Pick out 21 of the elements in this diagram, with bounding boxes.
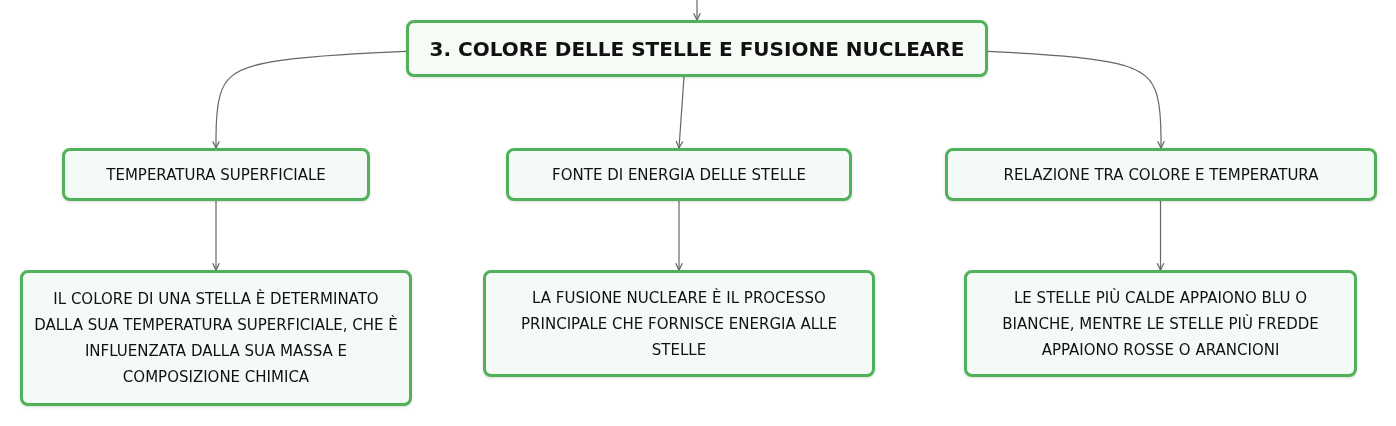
topic-box — [406, 20, 988, 77]
arrow — [675, 76, 685, 149]
arrow — [1156, 200, 1165, 271]
arrow — [987, 50, 1165, 149]
node-text: LA FUSIONE NUCLEARE È IL PROCESSO PRINCIPALE CHE FORNISCE ENERGIA ALLE STELLE — [520, 287, 838, 361]
node-text: RELAZIONE TRA COLORE E TEMPERATURA — [1002, 164, 1320, 186]
concept-box — [945, 148, 1377, 201]
arrow — [212, 50, 407, 149]
concept-box — [483, 270, 875, 377]
node-text: FONTE DI ENERGIA DELLE STELLE — [551, 164, 807, 186]
concept-box — [964, 270, 1357, 377]
node-text: TEMPERATURA SUPERFICIALE — [105, 164, 327, 186]
arrow — [212, 200, 220, 271]
node-text: LE STELLE PIÙ CALDE APPAIONO BLU O BIANCHE, MENTRE LE STELLE PIÙ FREDDE APPAIONO ROSSE O ARANCIONI — [1001, 287, 1320, 361]
arrow — [693, 0, 701, 21]
node-text: 3. COLORE DELLE STELLE E FUSIONE NUCLEARE — [428, 35, 966, 62]
node-text: IL COLORE DI UNA STELLA È DETERMINATO DALLA SUA TEMPERATURA SUPERFICIALE, CHE È INFLUENZATA DALLA SUA MASSA E COMPOSIZIONE CHIMICA — [33, 288, 399, 388]
concept-box — [62, 148, 370, 201]
concept-box — [20, 270, 412, 406]
arrow — [675, 200, 683, 271]
concept-box — [506, 148, 852, 201]
